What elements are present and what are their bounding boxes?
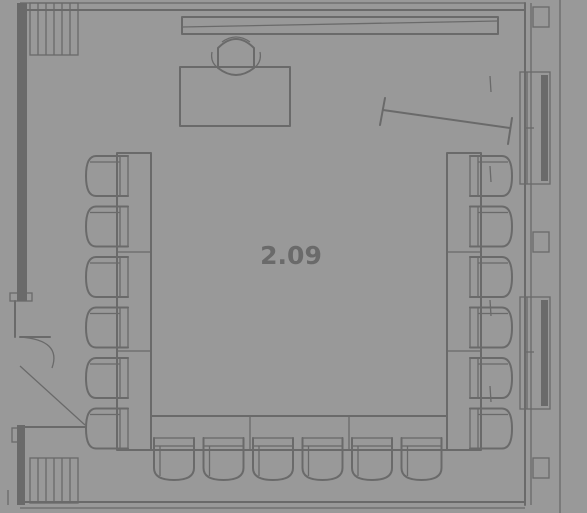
door-swing-icon bbox=[7, 292, 86, 505]
conference-tables bbox=[116, 152, 482, 451]
wall-markers bbox=[489, 75, 492, 403]
chair-icon bbox=[469, 306, 513, 349]
right-chair-row bbox=[469, 155, 513, 450]
chair-icon bbox=[85, 306, 129, 349]
desk-icon bbox=[179, 66, 291, 127]
chair-icon bbox=[85, 205, 129, 248]
chair-icon bbox=[301, 437, 344, 481]
chair-icon bbox=[469, 155, 513, 197]
chair-icon bbox=[153, 437, 195, 481]
chair-icon bbox=[85, 407, 129, 450]
chair-icon bbox=[469, 407, 513, 450]
chair-icon bbox=[85, 256, 129, 298]
chair-icon bbox=[252, 437, 294, 481]
bottom-chair-row bbox=[153, 437, 443, 481]
chair-icon bbox=[469, 205, 513, 248]
chair-icon bbox=[400, 437, 443, 481]
projector-screen-icon bbox=[181, 16, 499, 35]
chair-icon bbox=[202, 437, 245, 481]
room-number: 2.09 bbox=[260, 241, 322, 270]
stair-icon bbox=[29, 2, 79, 504]
walls bbox=[17, 2, 532, 509]
chair-icon bbox=[85, 357, 129, 399]
pull-down-screen-icon bbox=[379, 97, 513, 145]
window-icon bbox=[519, 0, 561, 513]
chair-icon bbox=[469, 357, 513, 399]
left-chair-row bbox=[85, 155, 129, 450]
teacher-chair-icon bbox=[210, 36, 262, 76]
chair-icon bbox=[351, 437, 393, 481]
chair-icon bbox=[85, 155, 129, 197]
chair-icon bbox=[469, 256, 513, 298]
